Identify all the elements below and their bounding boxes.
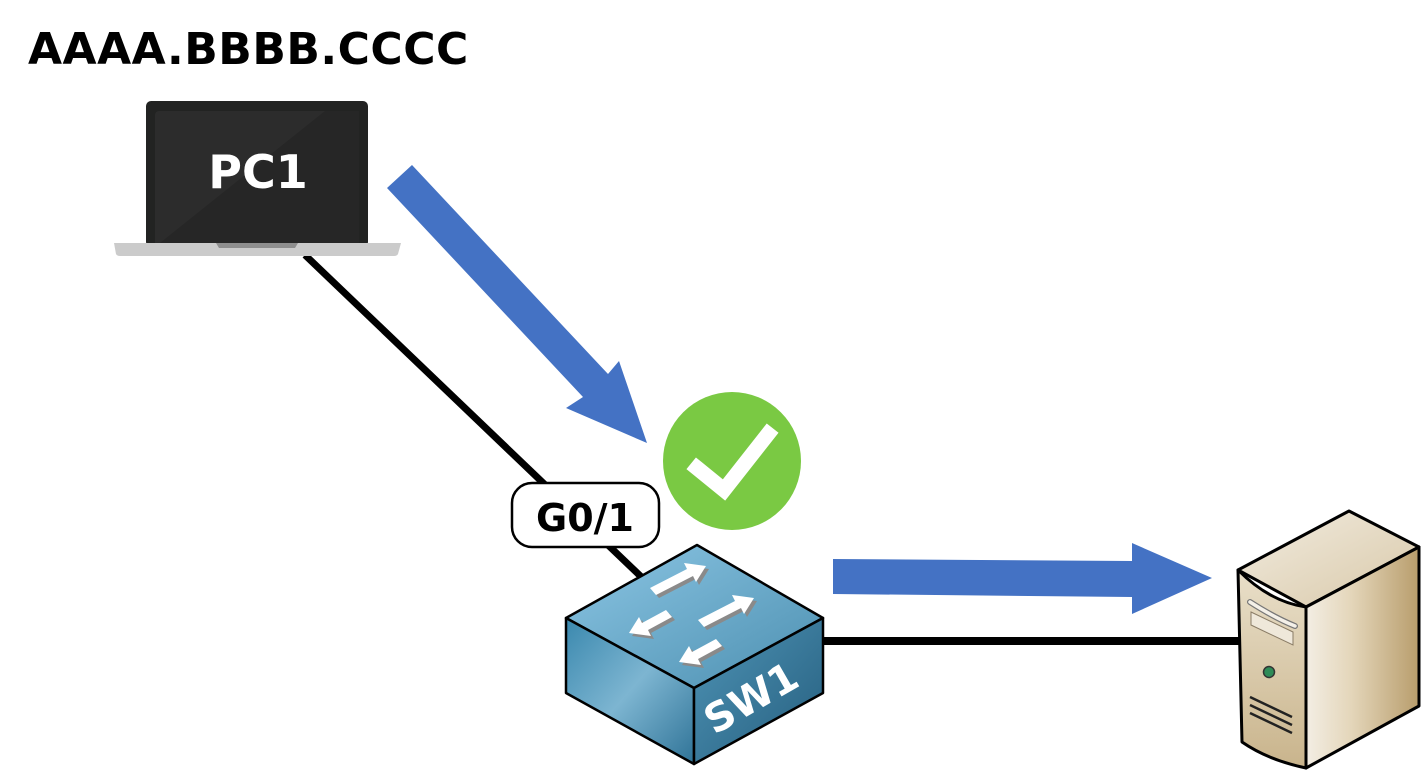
interface-label-text: G0/1	[536, 496, 634, 540]
server-icon[interactable]	[1236, 509, 1421, 770]
mac-address-label: AAAA.BBBB.CCCC	[28, 24, 469, 75]
interface-label: G0/1	[510, 481, 661, 549]
flow-arrow-sw1-to-server	[833, 543, 1212, 614]
switch-arrows-icon	[629, 563, 757, 668]
switch-icon[interactable]: SW1	[564, 543, 825, 766]
pc1-label: PC1	[208, 145, 307, 199]
flow-arrow-pc1-to-sw1	[387, 165, 647, 443]
checkmark-icon	[663, 392, 801, 530]
laptop-icon[interactable]: PC1	[114, 101, 401, 256]
